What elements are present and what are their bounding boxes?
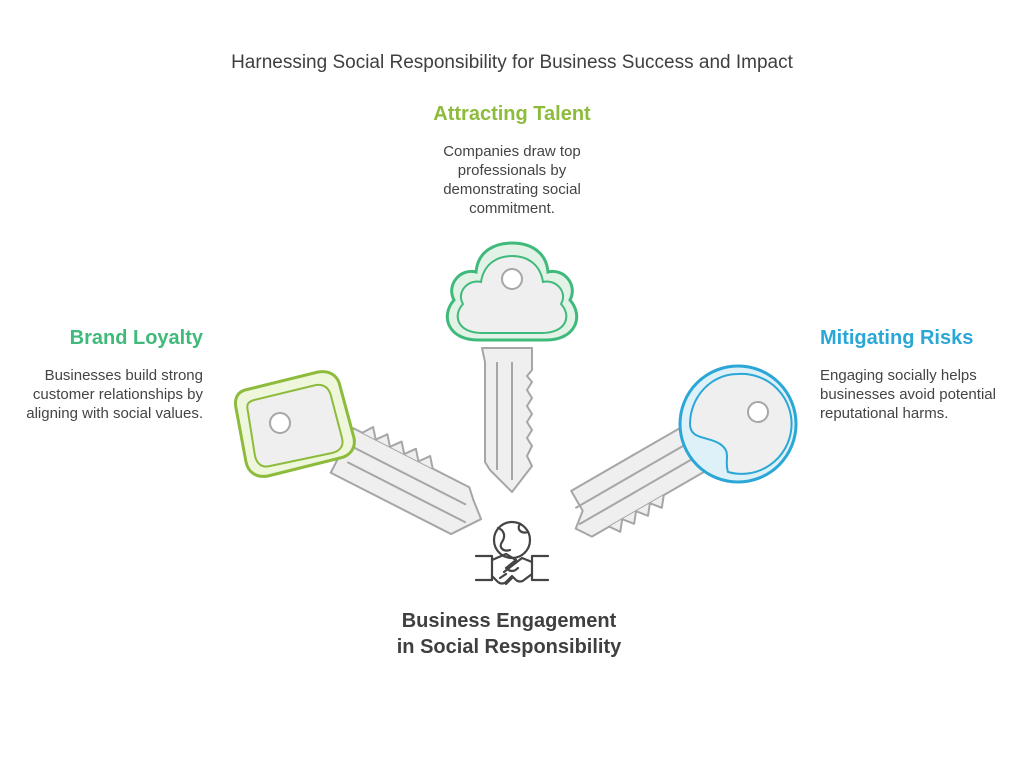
loyalty-key [234, 370, 483, 536]
loyalty-key-hole [269, 412, 291, 434]
talent-description: Companies draw top professionals by demo… [443, 143, 581, 217]
loyalty-heading: Brand Loyalty [69, 327, 203, 349]
talent-key [445, 241, 579, 493]
globe-handshake-icon [474, 520, 550, 586]
talent-key-blade [481, 347, 533, 493]
risks-heading: Mitigating Risks [820, 327, 974, 349]
diagram-title: Harnessing Social Responsibility for Bus… [231, 52, 793, 73]
loyalty-description: Businesses build strong customer relatio… [26, 367, 203, 422]
center-label: Business Engagement in Social Responsibi… [396, 610, 622, 658]
risks-key [570, 364, 798, 538]
talent-key-hole [501, 268, 523, 290]
talent-heading: Attracting Talent [433, 103, 591, 125]
risks-key-hole [747, 401, 769, 423]
risks-description: Engaging socially helps businesses avoid… [820, 367, 996, 422]
